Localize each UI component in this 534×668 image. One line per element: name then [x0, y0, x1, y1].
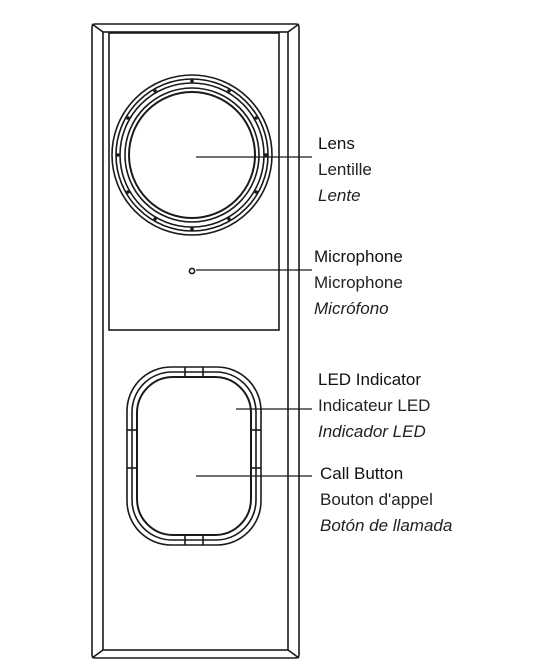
microphone-label-fr: Microphone	[314, 273, 403, 292]
led-indicator-label-fr: Indicateur LED	[318, 396, 431, 415]
lens-tick	[126, 116, 130, 120]
led-indicator-label-es: Indicador LED	[318, 422, 426, 441]
lens-tick	[190, 227, 194, 231]
callout-lens: Lens Lentille Lente	[318, 131, 372, 209]
lens-tick	[264, 153, 268, 157]
lens-tick	[126, 190, 130, 194]
doorbell-outer-body	[91, 23, 300, 659]
lens-label-en: Lens	[318, 134, 355, 153]
doorbell-inner-body	[102, 31, 289, 651]
lens-tick	[227, 89, 231, 93]
lens-tick	[254, 116, 258, 120]
led-indicator-label-en: LED Indicator	[318, 370, 421, 389]
callout-led-indicator: LED Indicator Indicateur LED Indicador L…	[318, 367, 430, 445]
button-ticks	[127, 367, 261, 545]
call-button-label-es: Botón de llamada	[320, 516, 453, 535]
lens-tick	[190, 79, 194, 83]
lens-tick	[254, 190, 258, 194]
callout-call-button: Call Button Bouton d'appel Botón de llam…	[320, 461, 452, 539]
lens	[111, 74, 273, 236]
camera-panel	[108, 32, 280, 331]
call-button-label-en: Call Button	[320, 464, 404, 483]
callout-microphone: Microphone Microphone Micrófono	[314, 244, 403, 322]
lens-ticks	[116, 79, 268, 231]
lens-tick	[153, 217, 157, 221]
lens-tick	[227, 217, 231, 221]
microphone-label-es: Micrófono	[314, 299, 389, 318]
lens-label-es: Lente	[318, 186, 361, 205]
call-button-label-fr: Bouton d'appel	[320, 490, 433, 509]
microphone-label-en: Microphone	[314, 247, 403, 266]
lens-tick	[153, 89, 157, 93]
lens-label-fr: Lentille	[318, 160, 372, 179]
call-button-shape	[126, 366, 262, 546]
microphone-hole	[188, 267, 196, 275]
lens-tick	[116, 153, 120, 157]
